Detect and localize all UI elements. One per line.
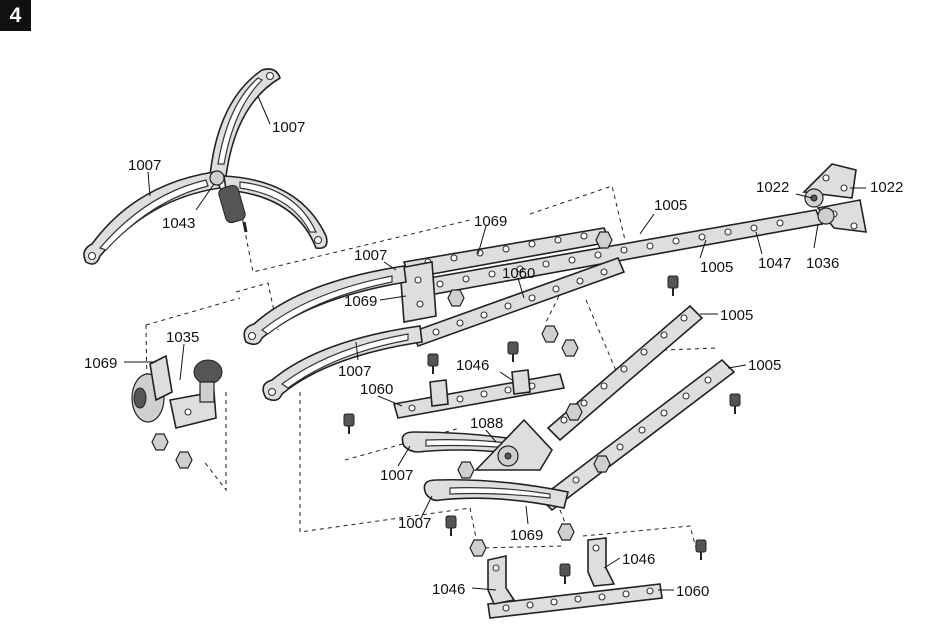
- label-1069: 1069: [510, 527, 543, 544]
- part-labels: 1007 1007 1043 1069 1005 1022 1022 1007 …: [84, 119, 903, 600]
- label-1060: 1060: [360, 381, 393, 398]
- wheel-assembly-1035: [131, 354, 223, 429]
- label-1060: 1060: [502, 265, 535, 282]
- label-1022: 1022: [870, 179, 903, 196]
- label-1007: 1007: [272, 119, 305, 136]
- threaded-pivot-1043: [209, 170, 248, 233]
- flat-strip-1005-right-a: [546, 304, 704, 442]
- label-1007: 1007: [338, 363, 371, 380]
- label-1069: 1069: [84, 355, 117, 372]
- label-1088: 1088: [470, 415, 503, 432]
- curved-strip-1007-lower: [262, 325, 423, 402]
- label-1035: 1035: [166, 329, 199, 346]
- leader-lines: [124, 95, 866, 591]
- label-1022: 1022: [756, 179, 789, 196]
- flat-strip-1005-middle: [410, 256, 626, 348]
- label-1005: 1005: [654, 197, 687, 214]
- bracket-plate-1069: [399, 261, 437, 323]
- triangle-plate-1088: [474, 418, 553, 471]
- label-1046: 1046: [622, 551, 655, 568]
- label-1069: 1069: [344, 293, 377, 310]
- curved-strip-1007-middle: [243, 265, 407, 346]
- angle-bracket-1046-middle: [429, 369, 531, 407]
- label-1069: 1069: [474, 213, 507, 230]
- flat-strip-1060-middle: [392, 373, 566, 419]
- label-1046: 1046: [432, 581, 465, 598]
- label-1046: 1046: [456, 357, 489, 374]
- label-1047: 1047: [758, 255, 791, 272]
- angle-bracket-1046-right: [587, 537, 616, 587]
- label-1005: 1005: [700, 259, 733, 276]
- step-number-badge: 4: [0, 0, 31, 31]
- label-1007: 1007: [128, 157, 161, 174]
- label-1007: 1007: [398, 515, 431, 532]
- nuts-and-bolts: [151, 231, 741, 584]
- flat-strip-1005-right-b: [538, 358, 736, 512]
- flat-strip-1060-bottom: [487, 583, 663, 619]
- curved-strip-1007-bottom-b: [423, 478, 569, 509]
- curved-strip-1007-left: [83, 171, 222, 265]
- label-1043: 1043: [162, 215, 195, 232]
- label-1005: 1005: [748, 357, 781, 374]
- pulley-1036: [804, 188, 835, 225]
- label-1007: 1007: [354, 247, 387, 264]
- angle-bracket-1046-left: [487, 555, 516, 605]
- label-1036: 1036: [806, 255, 839, 272]
- curved-strip-1007-top: [209, 68, 281, 177]
- curved-strip-1007-right: [223, 175, 328, 250]
- label-1060: 1060: [676, 583, 709, 600]
- label-1007: 1007: [380, 467, 413, 484]
- label-1005: 1005: [720, 307, 753, 324]
